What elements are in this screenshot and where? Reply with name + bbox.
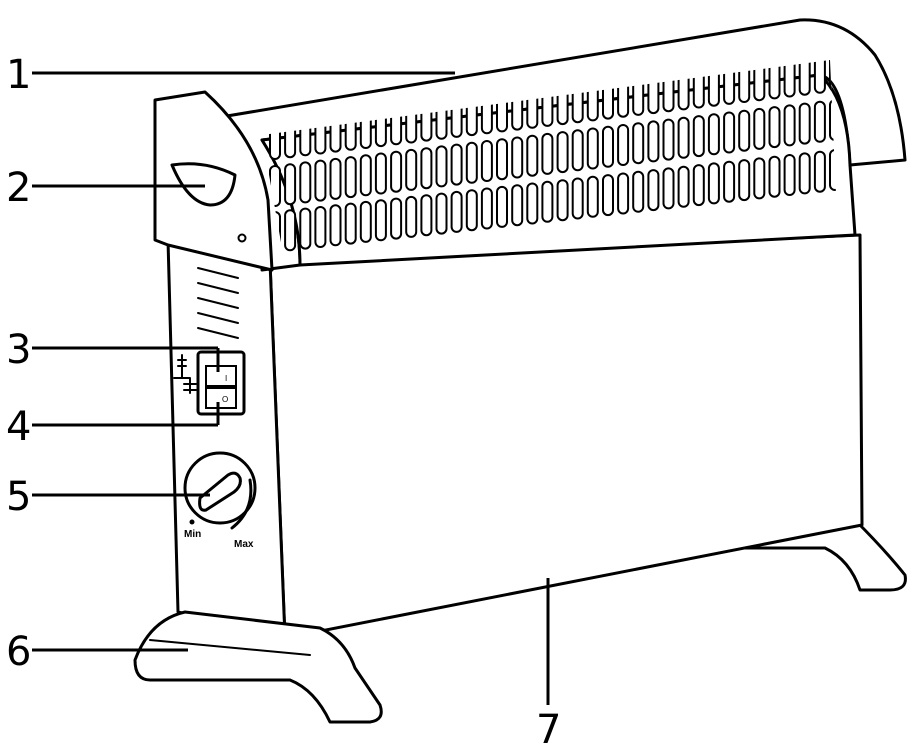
grille-slot [798,60,811,96]
grille-slot [662,167,675,210]
dial-min-label: Min [184,529,201,540]
grille-slot [798,102,811,145]
grille-slot [435,145,448,188]
grille-slot [526,134,539,177]
callout-2: 2 [6,165,31,211]
grille-slot [707,162,720,205]
grille-slot [450,143,463,186]
grille-slot [571,177,584,220]
grille-slot [798,152,811,195]
callout-6: 6 [6,629,31,675]
grille-slot [390,150,403,193]
carry-handle [170,162,237,207]
grille-slot [496,138,508,181]
grille-slot [435,192,448,235]
grille-slot [329,157,342,200]
grille-slot [465,189,478,232]
heater-body [166,233,864,640]
grille-slot [692,164,705,207]
dial-max-label: Max [234,539,254,550]
grille-slot [738,159,751,202]
grille-slot [556,179,569,222]
top-grille [213,18,907,272]
grille-slot [344,202,357,245]
grille-slot [284,209,297,252]
callout-3: 3 [6,327,31,373]
grille-slot [783,104,796,147]
callout-5: 5 [6,474,31,520]
grille-slot [632,170,645,213]
grille-slot [768,155,781,198]
grille-slot [632,122,645,165]
grille-slot [723,111,736,154]
grille-slot [586,127,599,170]
grille-slot [299,161,312,204]
grille-slot [496,185,508,228]
grille-slot [571,129,584,172]
grille-slot [541,180,554,223]
grille-slot [783,60,796,98]
callout-numbers: 1 2 3 4 5 6 7 [6,52,561,745]
grille-slot [586,175,599,218]
side-vents [197,267,239,339]
grille-slot [813,60,826,94]
grille-slot [359,200,372,243]
grille-slot [314,206,327,248]
grille-slot [480,187,493,230]
thermostat-dial[interactable]: Min Max [183,451,257,550]
grille-slot [723,160,736,203]
grille-slot [677,165,690,208]
grille-slot [480,140,493,182]
grille-slot [511,136,524,179]
grille-slot [526,182,539,225]
grille-slot [783,154,796,196]
grille-slot [617,124,630,166]
grille-slot [692,115,705,158]
switch-housing: I O [196,350,246,416]
grille-slot [556,131,569,174]
grille-slot [299,207,312,250]
power-level-icon [173,354,197,394]
leader-lines [32,71,550,705]
grille-slot [541,132,554,175]
grille-slot [374,199,387,242]
grille-slot [677,116,690,159]
grille-slot [602,174,614,217]
grille-slot [420,194,433,237]
grille-slot [405,148,418,191]
grille-slot [374,152,387,195]
grille-slot [647,169,660,212]
grille-slot [359,154,372,197]
upper-rocker-switch[interactable] [205,365,237,387]
grille-slot [813,150,826,193]
grille-slot [465,141,478,184]
grille-slot [738,109,751,152]
grille-slot [344,156,357,199]
switch-on-symbol: I [225,374,227,383]
callout-1: 1 [6,52,31,98]
grille-slot [707,113,720,156]
left-foot [133,610,383,724]
grille-slot [602,125,614,168]
grille-slot [813,100,826,143]
grille-slot [405,195,418,238]
lower-rocker-switch[interactable] [205,387,237,409]
grille-slot [390,197,403,240]
grille-slot [662,118,675,161]
callout-7: 7 [536,707,561,745]
grille-slot [420,147,433,190]
grille-slot [647,120,660,163]
grille-slot [511,184,524,227]
grille-slot [617,172,630,215]
grille-slot [753,157,766,200]
grille-slot [329,204,342,247]
grille-slot [450,190,463,233]
grille-slot [768,106,781,149]
switch-off-symbol: O [222,395,228,404]
grille-slot [314,159,327,202]
grille-slot [753,107,766,150]
grille-slot [284,163,297,206]
callout-4: 4 [6,404,31,450]
